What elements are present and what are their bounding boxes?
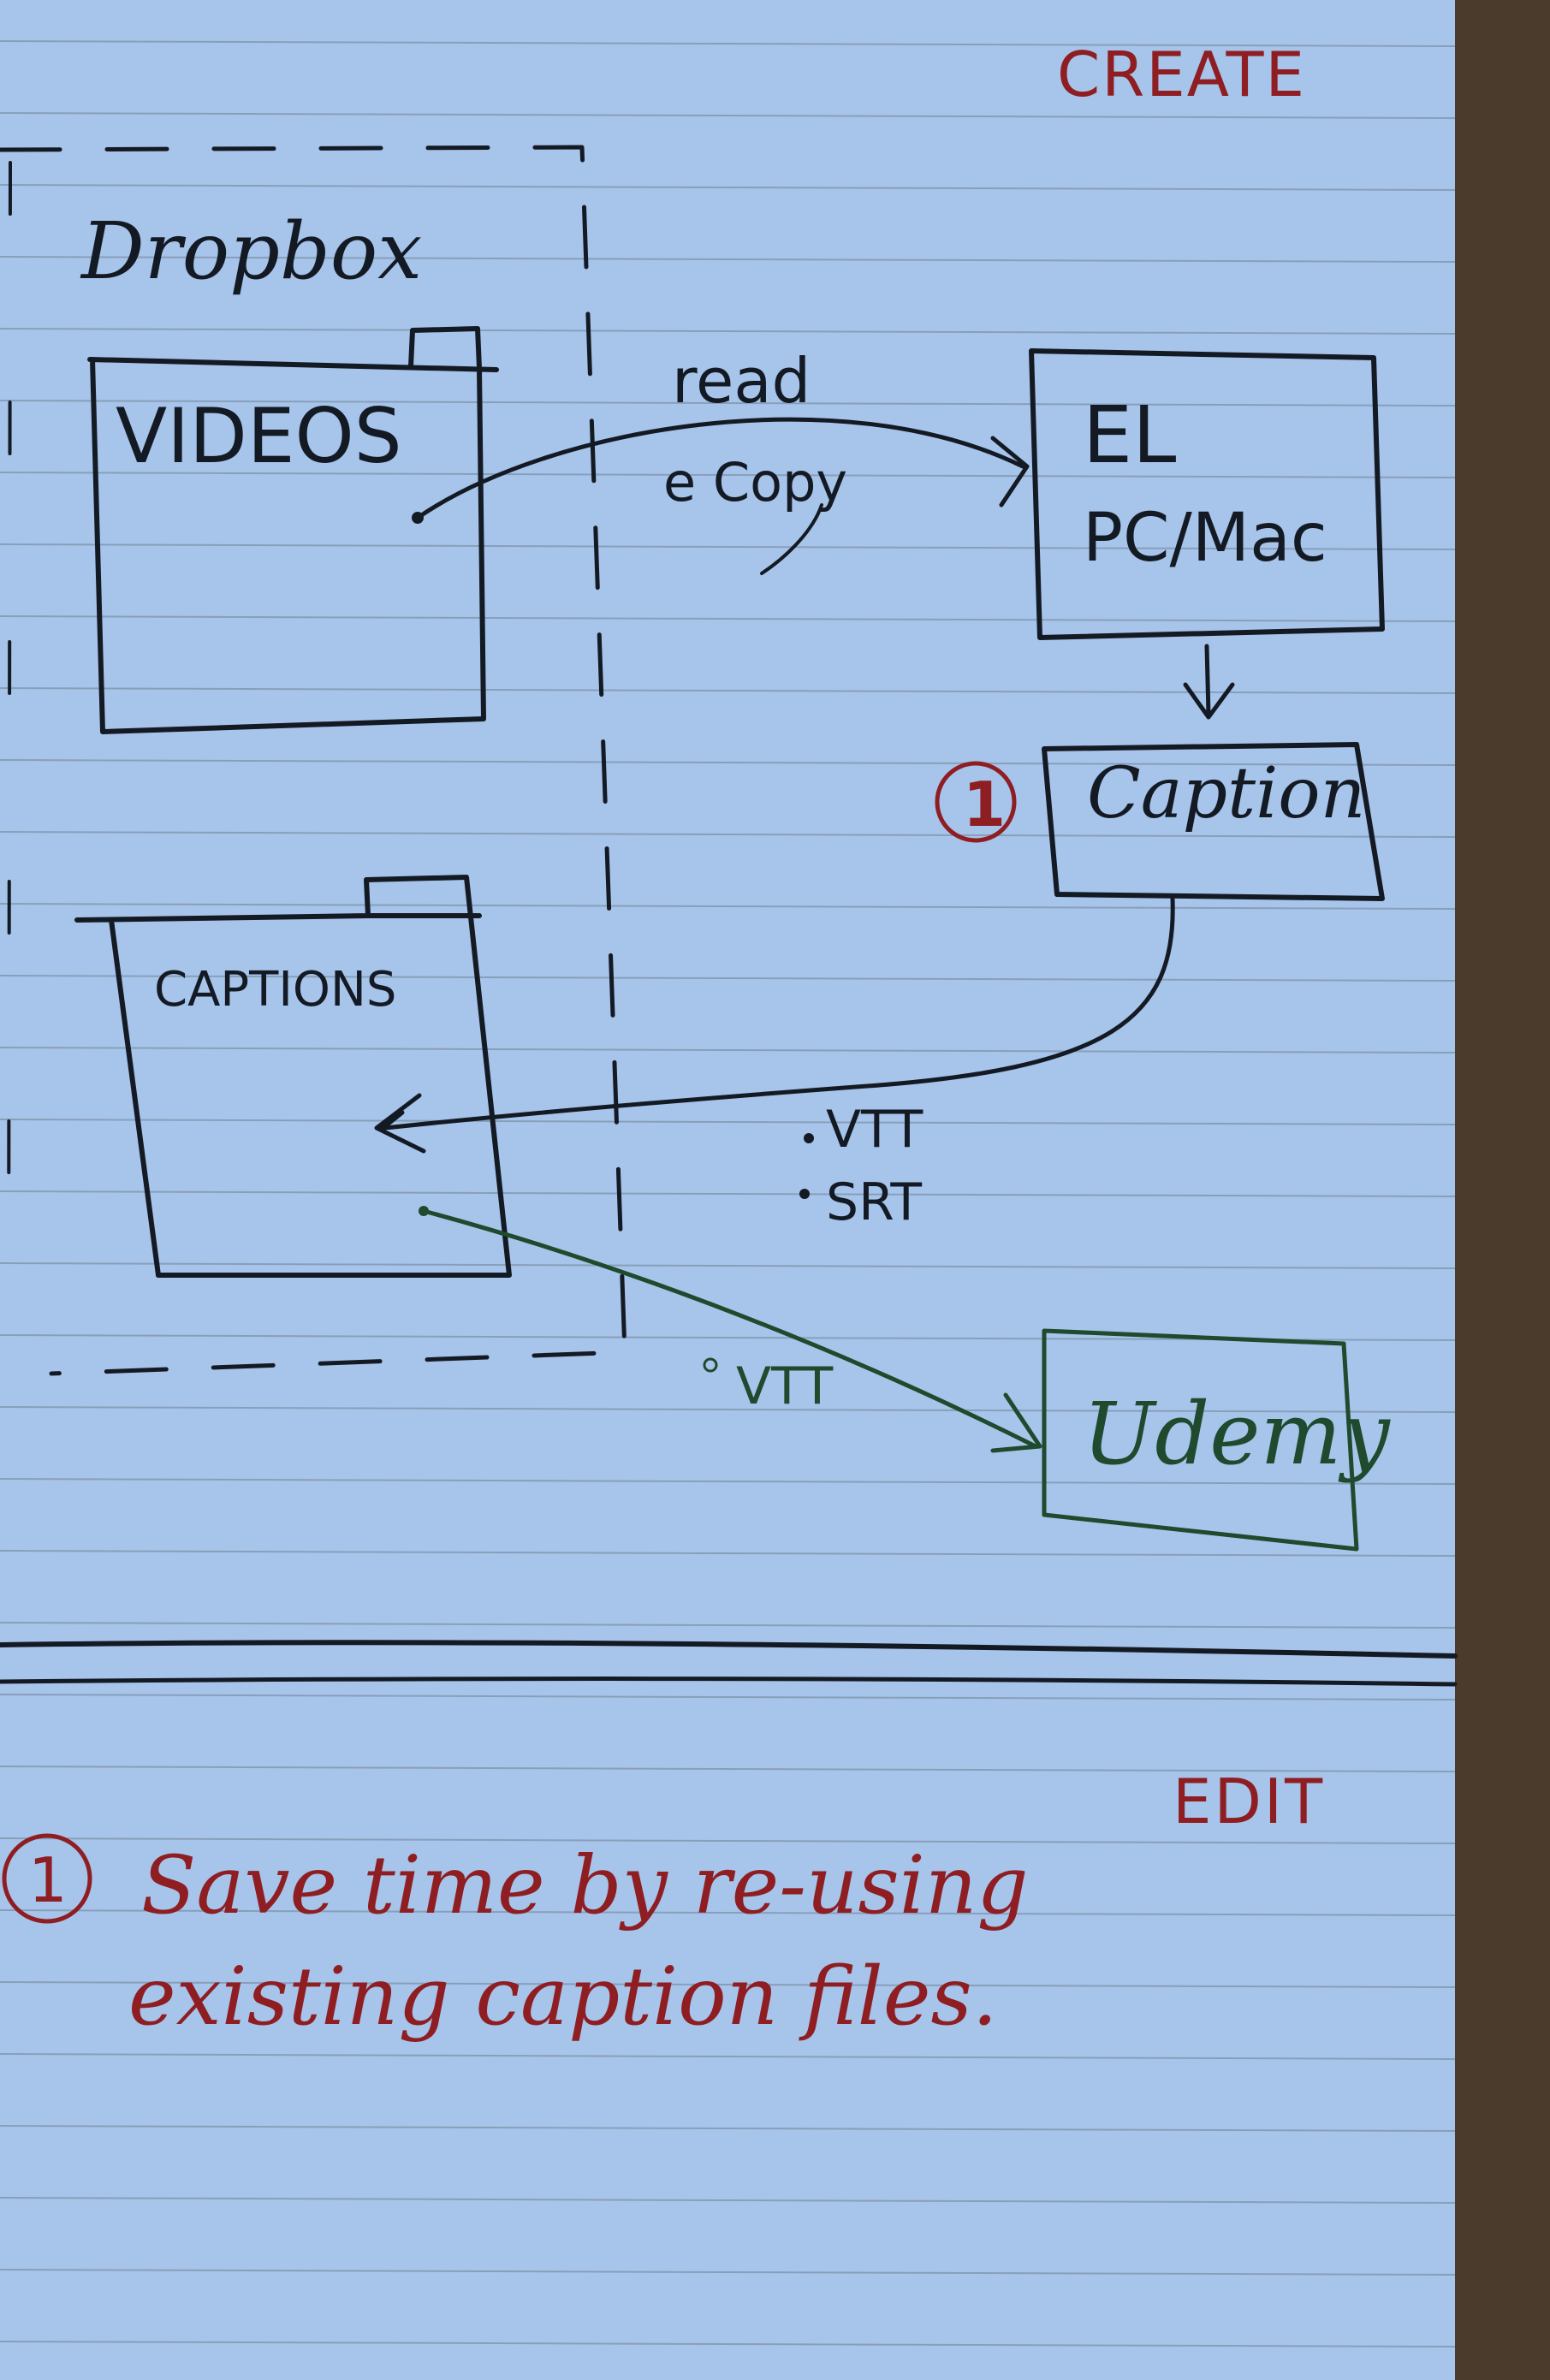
ruled-line	[0, 328, 1456, 335]
caption-box-label: Caption	[1087, 753, 1365, 834]
captions-folder-outline	[74, 875, 512, 1278]
section-divider-bottom	[0, 1677, 1458, 1687]
note-line1: Save time by re-using	[141, 1839, 1029, 1932]
note-marker-number: 1	[28, 1844, 68, 1916]
ruled-line	[0, 2269, 1456, 2276]
note-line2: existing caption files.	[128, 1950, 998, 2044]
ruled-line	[0, 1837, 1456, 1844]
ruled-line	[0, 975, 1456, 982]
ruled-line	[0, 1694, 1456, 1700]
ruled-line	[0, 400, 1456, 407]
edit-heading: EDIT	[1173, 1766, 1325, 1837]
el-box-outline	[1029, 348, 1385, 640]
vtt-bullet	[804, 1133, 814, 1143]
el-box-line2: PC/Mac	[1083, 500, 1327, 577]
ruled-lines	[0, 40, 1456, 2347]
ruled-line	[0, 687, 1456, 694]
ruled-line	[0, 543, 1456, 550]
ruled-line	[0, 1622, 1456, 1629]
ruled-line	[0, 615, 1456, 622]
ruled-line	[0, 1981, 1456, 1988]
create-heading: CREATE	[1057, 39, 1306, 110]
captions-folder-label: CAPTIONS	[154, 962, 396, 1018]
copy-label: e Copy	[663, 451, 847, 513]
srt-label: SRT	[826, 1172, 922, 1232]
read-copy-arrow-start	[412, 512, 424, 524]
ruled-line	[0, 1190, 1456, 1197]
ruled-line	[0, 831, 1456, 838]
caption-box-outline	[1042, 742, 1385, 901]
videos-folder-label: VIDEOS	[116, 392, 402, 480]
captions-folder: CAPTIONS	[74, 875, 512, 1278]
caption-to-captions-arrow	[374, 896, 1175, 1154]
ruled-line	[0, 1766, 1456, 1772]
ruled-line	[0, 1119, 1456, 1125]
dropbox-dashed-border	[0, 145, 627, 1376]
ruled-line	[0, 903, 1456, 910]
udemy-vtt-bullet	[703, 1357, 718, 1373]
el-pc-mac-box: EL PC/Mac	[1029, 348, 1385, 640]
ruled-line	[0, 2197, 1456, 2204]
desk-surface	[1446, 0, 1550, 2380]
ruled-line	[0, 1262, 1456, 1269]
dropbox-dashed-left	[7, 161, 12, 1337]
vtt-label: VTT	[826, 1100, 923, 1160]
ruled-line	[0, 2125, 1456, 2132]
read-label: read	[672, 345, 811, 417]
ruled-line	[0, 1406, 1456, 1413]
udemy-box: Udemy	[1042, 1328, 1391, 1552]
videos-folder-outline	[87, 326, 499, 734]
caption-marker-number: 1	[963, 769, 1006, 840]
caption-box: Caption 1	[935, 742, 1385, 901]
el-to-caption-arrow	[1183, 644, 1235, 720]
read-copy-arrow	[415, 417, 1030, 520]
udemy-vtt-label: VTT	[736, 1356, 834, 1416]
caption-marker-circle	[935, 761, 1017, 843]
ruled-line	[0, 1909, 1456, 1916]
captions-to-udemy-arrow	[421, 1208, 1042, 1453]
ruled-line	[0, 256, 1456, 263]
ruled-line	[0, 1047, 1456, 1053]
ruled-line	[0, 40, 1456, 47]
ruled-line	[0, 184, 1456, 191]
dropbox-label: Dropbox	[80, 205, 422, 297]
note-marker-circle	[2, 1833, 92, 1924]
ruled-line	[0, 759, 1456, 766]
ruled-line	[0, 112, 1456, 119]
ruled-line	[0, 1478, 1456, 1485]
videos-folder: VIDEOS	[87, 326, 499, 734]
ruled-line	[0, 472, 1456, 478]
section-divider-top	[0, 1640, 1458, 1659]
srt-bullet	[799, 1189, 810, 1199]
captions-to-udemy-arrow-start	[419, 1206, 429, 1216]
copy-underline-tail	[760, 503, 823, 575]
el-box-line1: EL	[1083, 389, 1176, 481]
ruled-line	[0, 2053, 1456, 2060]
ruled-line	[0, 2341, 1456, 2347]
ruled-line	[0, 1550, 1456, 1557]
udemy-box-label: Udemy	[1083, 1384, 1391, 1484]
udemy-box-outline	[1042, 1328, 1359, 1552]
